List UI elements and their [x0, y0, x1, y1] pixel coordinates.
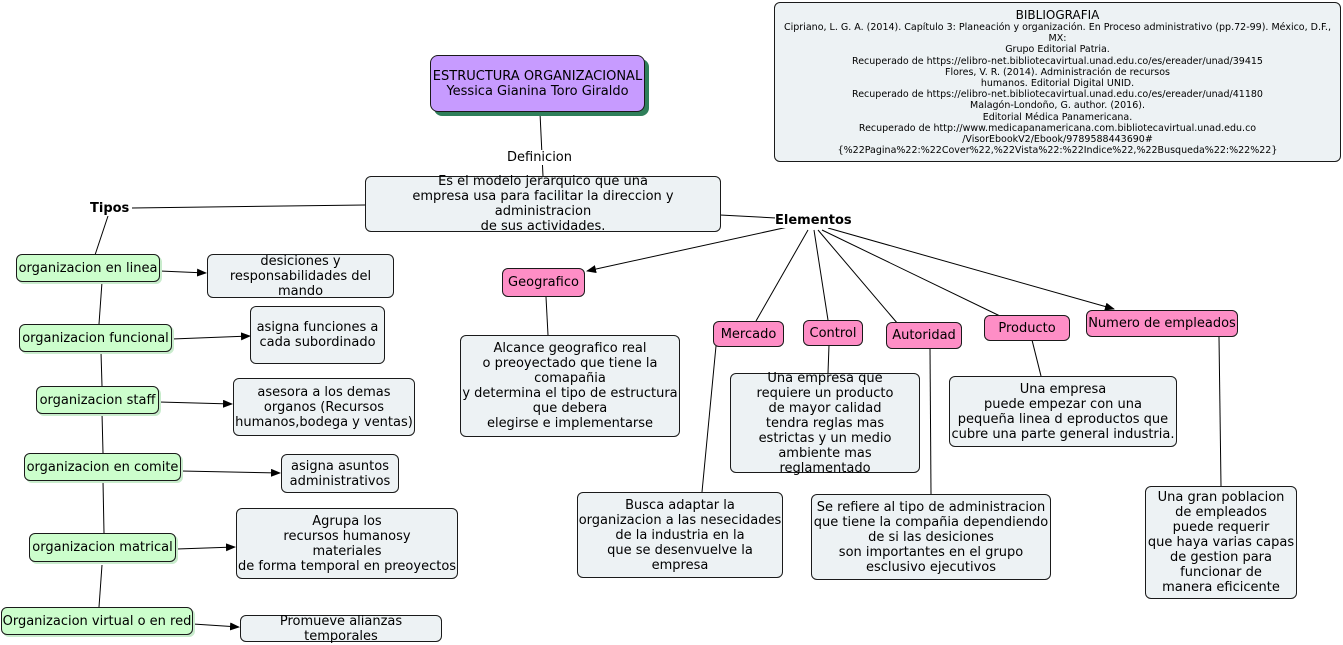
tipo-node-virtual: Organizacion virtual o en red [1, 607, 193, 635]
tipo-desc-virtual: Promueve alianzas temporales [240, 614, 442, 644]
tipo-desc-comite: asigna asuntos administrativos [281, 454, 399, 493]
definition-node: Es el modelo jerarquico que una empresa … [365, 174, 721, 234]
tipo-node-linea: organizacion en linea [16, 254, 160, 282]
elemento-desc-control: Una empresa que requiere un producto de … [730, 371, 920, 476]
elemento-node-numero-empleados: Numero de empleados [1086, 310, 1238, 337]
elemento-node-control: Control [803, 320, 863, 346]
tipo-desc-funcional: asigna funciones a cada subordinado [250, 306, 385, 364]
elemento-node-geografico: Geografico [502, 268, 585, 297]
elemento-node-producto: Producto [984, 315, 1070, 341]
elemento-desc-geografico: Alcance geografico real o preoyectado qu… [460, 335, 680, 437]
elemento-desc-autoridad: Se refiere al tipo de administracion que… [811, 494, 1051, 580]
tipos-label: Tipos [90, 201, 130, 216]
tipo-desc-matrical: Agrupa los recursos humanosy materiales … [236, 508, 458, 579]
tipo-node-matrical: organizacion matrical [29, 533, 176, 562]
bibliografia-title: BIBLIOGRAFIA [1015, 8, 1100, 22]
tipo-node-comite: organizacion en comite [24, 453, 181, 481]
elemento-desc-producto: Una empresa puede empezar con una pequeñ… [949, 376, 1177, 447]
bibliografia-text: Cipriano, L. G. A. (2014). Capítulo 3: P… [784, 22, 1331, 157]
tipo-node-funcional: organizacion funcional [19, 324, 172, 352]
tipo-desc-linea: desiciones y responsabilidades del mando [207, 254, 394, 299]
elemento-desc-mercado: Busca adaptar la organizacion a las nese… [577, 492, 783, 578]
elemento-desc-numero-empleados: Una gran poblacion de empleados puede re… [1145, 486, 1297, 599]
bibliografia-node: BIBLIOGRAFIA Cipriano, L. G. A. (2014). … [774, 2, 1341, 162]
title-node: ESTRUCTURA ORGANIZACIONAL Yessica Gianin… [430, 55, 645, 112]
elemento-node-autoridad: Autoridad [886, 322, 962, 349]
tipo-desc-staff: asesora a los demas organos (Recursos hu… [233, 378, 415, 436]
elemento-node-mercado: Mercado [713, 321, 784, 347]
elementos-label: Elementos [775, 213, 852, 228]
tipo-node-staff: organizacion staff [36, 386, 159, 414]
definicion-label: Definicion [507, 150, 572, 165]
